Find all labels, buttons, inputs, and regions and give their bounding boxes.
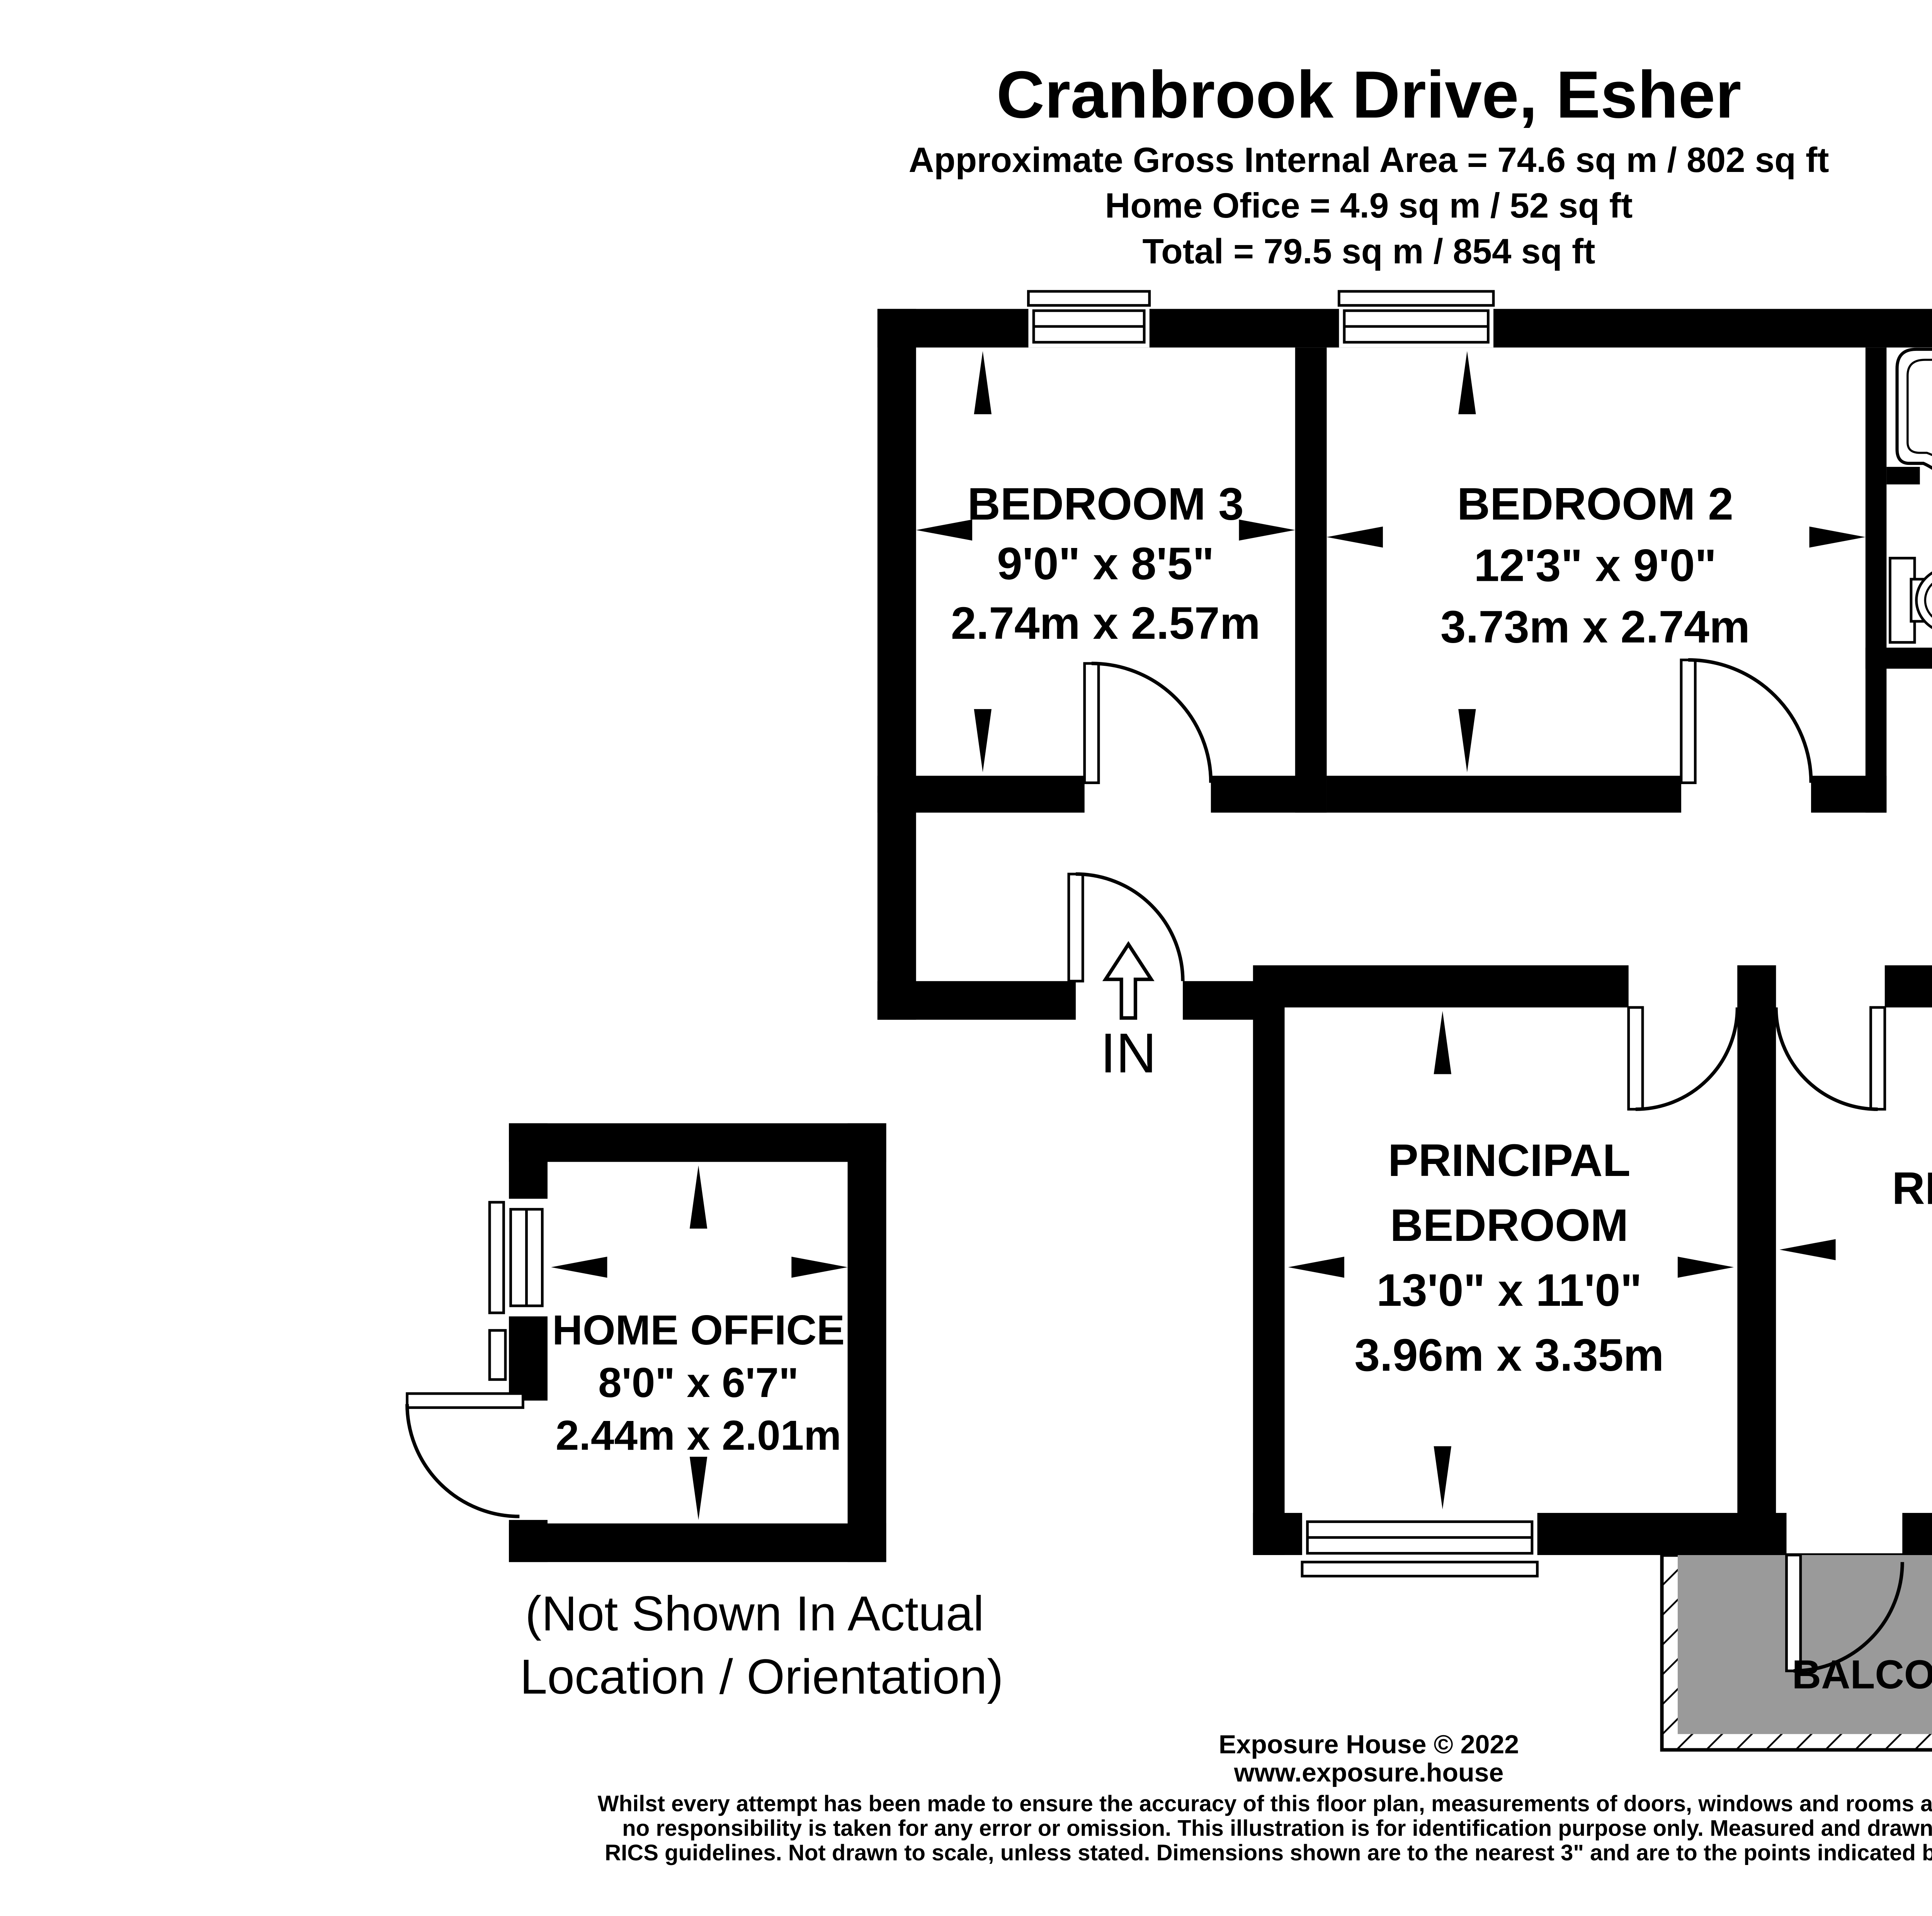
walls xyxy=(509,309,1932,1562)
balcony-label: BALCONY xyxy=(1792,1651,1932,1697)
footer-company: Exposure House © 2022 xyxy=(1218,1731,1519,1761)
window-bedroom2-icon xyxy=(1337,290,1495,348)
room-metric-bedroom3: 2.74m x 2.57m xyxy=(951,597,1260,650)
door-reception xyxy=(1774,1006,1886,1111)
door-bedroom3 xyxy=(1083,662,1213,784)
room-label-home-office: HOME OFFICE xyxy=(552,1307,845,1355)
room-label-bedroom2: BEDROOM 2 xyxy=(1457,477,1733,530)
room-label-bedroom3: BEDROOM 3 xyxy=(967,477,1244,530)
entrance-label: IN xyxy=(1100,1021,1156,1085)
footer-website: www.exposure.house xyxy=(1234,1758,1504,1788)
windows xyxy=(488,290,1539,1577)
room-metric-bedroom2: 3.73m x 2.74m xyxy=(1440,600,1750,653)
footer-disclaimer-1: Whilst every attempt has been made to en… xyxy=(597,1790,1932,1817)
entrance-arrow-icon xyxy=(1102,941,1155,1020)
doors xyxy=(405,658,1904,1673)
bathroom-fixtures xyxy=(1889,347,1932,644)
room-imperial-principal: 13'0" x 11'0" xyxy=(1376,1264,1642,1317)
door-bedroom2 xyxy=(1680,658,1813,784)
footer-disclaimer-3: RICS guidelines. Not drawn to scale, unl… xyxy=(605,1839,1932,1866)
room-imperial-bedroom2: 12'3" x 9'0" xyxy=(1474,539,1717,592)
window-home-office-icon xyxy=(488,1198,548,1381)
room-label-principal-1: PRINCIPAL xyxy=(1388,1133,1631,1187)
room-label-principal-2: BEDROOM xyxy=(1390,1198,1629,1252)
room-imperial-bedroom3: 9'0" x 8'5" xyxy=(997,537,1214,590)
total-area-line: Total = 79.5 sq m / 854 sq ft xyxy=(1142,233,1595,272)
office-note-line1: (Not Shown In Actual xyxy=(525,1586,984,1641)
footer-disclaimer-2: no responsibility is taken for any error… xyxy=(622,1815,1932,1841)
window-principal-icon xyxy=(1301,1513,1539,1577)
room-label-reception: RECEPTION ROOM xyxy=(1892,1162,1932,1215)
gross-area-line: Approximate Gross Internal Area = 74.6 s… xyxy=(908,142,1829,181)
room-imperial-home-office: 8'0" x 6'7" xyxy=(598,1360,799,1408)
door-balcony xyxy=(1785,1554,1904,1673)
bath-icon xyxy=(1895,347,1932,470)
page-title: Cranbrook Drive, Esher xyxy=(996,60,1742,134)
dimension-arrows xyxy=(551,351,1866,1520)
room-metric-principal: 3.96m x 3.35m xyxy=(1354,1329,1664,1382)
door-home-office xyxy=(405,1392,524,1518)
window-bedroom3-icon xyxy=(1027,290,1151,348)
door-entrance xyxy=(1067,872,1185,983)
home-office-area-line: Home Ofice = 4.9 sq m / 52 sq ft xyxy=(1105,187,1633,226)
office-note-line2: Location / Orientation) xyxy=(520,1650,1003,1704)
room-metric-home-office: 2.44m x 2.01m xyxy=(555,1413,842,1460)
door-principal xyxy=(1627,1006,1739,1111)
toilet-icon xyxy=(1889,556,1932,644)
